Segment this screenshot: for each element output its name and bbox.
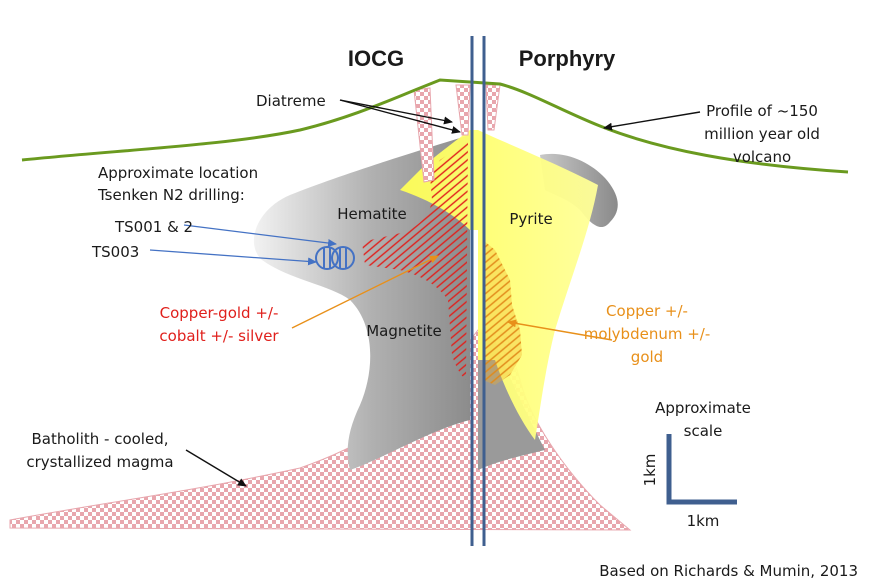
label-source: Based on Richards & Mumin, 2013	[599, 562, 858, 580]
arrow-cu-mo	[507, 319, 613, 341]
orange-hatch-tint	[483, 240, 522, 385]
grey-iocg-zone	[253, 135, 470, 470]
orange-hatch-zone	[483, 240, 522, 385]
label-scale-title-2: scale	[684, 422, 723, 440]
label-diatreme: Diatreme	[256, 92, 326, 110]
arrow-diatreme-a	[339, 99, 453, 125]
label-scale-title-1: Approximate	[655, 399, 751, 417]
label-batholith-1: Batholith - cooled,	[31, 430, 168, 448]
label-cu-mo-2: molybdenum +/-	[584, 325, 711, 343]
label-cu-au-1: Copper-gold +/-	[160, 304, 279, 322]
label-scale-horizontal: 1km	[687, 512, 720, 530]
red-hatch-zone	[362, 140, 468, 380]
label-cu-mo-3: gold	[631, 348, 663, 366]
label-hematite: Hematite	[337, 205, 406, 223]
arrow-ts001	[183, 224, 337, 247]
heading-iocg: IOCG	[348, 46, 404, 71]
label-magnetite: Magnetite	[366, 322, 442, 340]
arrow-diatreme-b	[339, 99, 461, 134]
label-volcano-2: million year old	[704, 125, 820, 143]
diatreme-pipe-left	[413, 87, 435, 183]
scale-bar	[666, 434, 737, 505]
arrow-cu-au	[291, 255, 439, 329]
arrow-batholith	[185, 449, 247, 487]
volcano-profile-line	[21, 78, 849, 174]
label-batholith-2: crystallized magma	[26, 453, 173, 471]
label-cu-au-2: cobalt +/- silver	[159, 327, 279, 345]
diatreme-pipe-center	[455, 84, 471, 136]
label-volcano-3: volcano	[733, 148, 791, 166]
arrow-ts003	[149, 249, 317, 266]
label-pyrite: Pyrite	[509, 210, 552, 228]
diatreme-pipe-right	[485, 84, 501, 131]
arrow-volcano	[603, 111, 701, 131]
label-drilling-2: Tsenken N2 drilling:	[97, 186, 245, 204]
label-volcano-1: Profile of ~150	[706, 102, 818, 120]
label-drilling-1: Approximate location	[98, 164, 258, 182]
label-ts001: TS001 & 2	[114, 218, 193, 236]
label-ts003: TS003	[91, 243, 139, 261]
label-cu-mo-1: Copper +/-	[606, 302, 688, 320]
heading-porphyry: Porphyry	[519, 46, 616, 71]
drill-location-icon	[315, 246, 355, 270]
label-scale-vertical: 1km	[641, 454, 659, 487]
